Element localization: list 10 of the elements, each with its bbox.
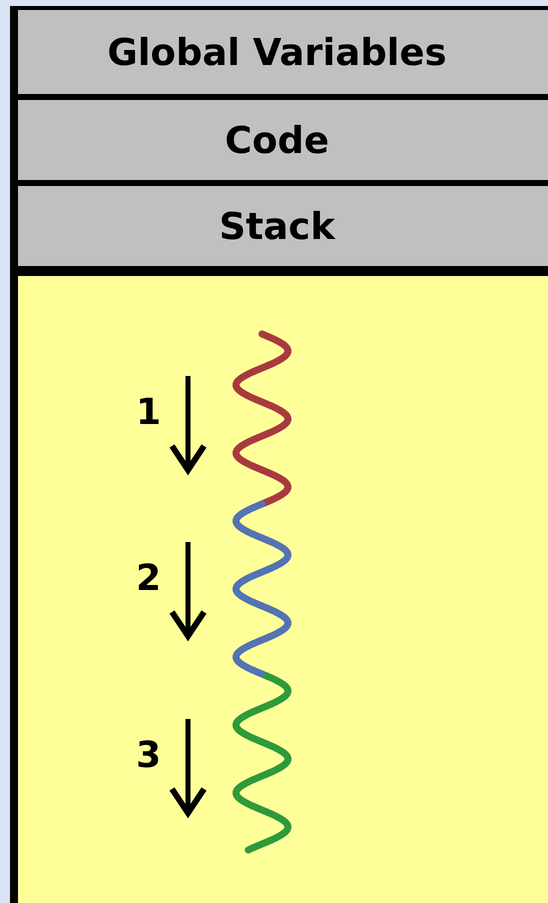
memory-segment <box>18 100 548 180</box>
segment-label: Code <box>224 118 330 162</box>
thread-number: 3 <box>136 735 162 776</box>
memory-segment <box>18 10 548 94</box>
segment-label: Stack <box>219 204 335 248</box>
segment-label: Global Variables <box>107 30 447 74</box>
memory-segment <box>18 186 548 266</box>
thread-number: 2 <box>136 558 162 599</box>
thread-number: 1 <box>136 392 162 433</box>
heap-area <box>18 276 548 903</box>
